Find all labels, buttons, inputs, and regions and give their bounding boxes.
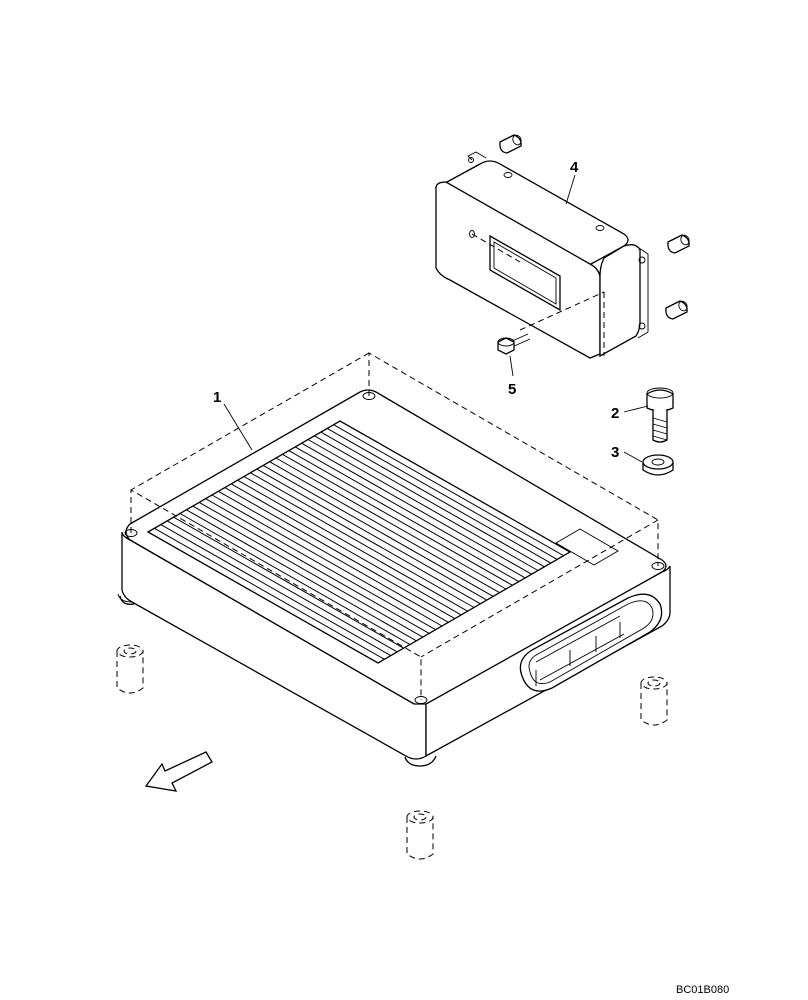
fin-line [166, 520, 398, 653]
fin-line [288, 450, 520, 583]
fin-line [160, 524, 392, 657]
fin-line [224, 487, 456, 620]
grommet-right-lower [665, 300, 688, 320]
fin-line [243, 476, 475, 608]
rubber-mount-bottom [406, 810, 434, 860]
screw-part-5 [497, 333, 531, 355]
fin-line [250, 472, 481, 605]
control-box-part-4 [434, 151, 649, 359]
box-projection-lines [435, 188, 605, 356]
fin-line [320, 431, 552, 564]
fin-line [256, 468, 488, 601]
washer-part-3 [642, 454, 674, 476]
fin-line [198, 501, 430, 634]
fin-line [314, 435, 545, 568]
callout-2: 2 [611, 405, 619, 422]
fin-line [294, 446, 526, 579]
callout-1: 1 [213, 389, 221, 406]
leader-lines [223, 174, 649, 463]
heat-sink-fins [154, 424, 564, 660]
rubber-mount-right [640, 676, 668, 726]
fin-line [275, 457, 507, 590]
fin-line [269, 461, 500, 594]
grommet-top [499, 134, 522, 154]
mounting-projection-lines [130, 352, 659, 700]
drawing-code: BC01B080 [676, 984, 729, 996]
fin-line [192, 505, 424, 638]
rubber-mount-left [116, 644, 144, 694]
fin-line [301, 442, 532, 575]
fin-line [205, 498, 436, 631]
fin-line [154, 527, 385, 660]
fin-line [326, 427, 558, 560]
fin-line [237, 479, 468, 612]
fin-line [282, 453, 513, 586]
callout-5: 5 [508, 381, 516, 398]
bolt-part-2 [646, 387, 674, 443]
fin-line [307, 439, 539, 571]
grommet-right-upper [667, 234, 690, 254]
fin-line [179, 513, 411, 645]
fin-line [333, 424, 564, 557]
callout-3: 3 [611, 444, 619, 461]
fin-line [230, 483, 462, 616]
fin-line [218, 490, 449, 623]
controller-unit-part-1 [117, 389, 671, 767]
fin-line [186, 509, 417, 642]
connector-housing [519, 593, 663, 692]
callout-4: 4 [570, 159, 579, 176]
fin-line [262, 464, 494, 597]
fin-line [211, 494, 443, 627]
fin-line [173, 516, 404, 649]
front-direction-arrow-icon [144, 751, 213, 792]
